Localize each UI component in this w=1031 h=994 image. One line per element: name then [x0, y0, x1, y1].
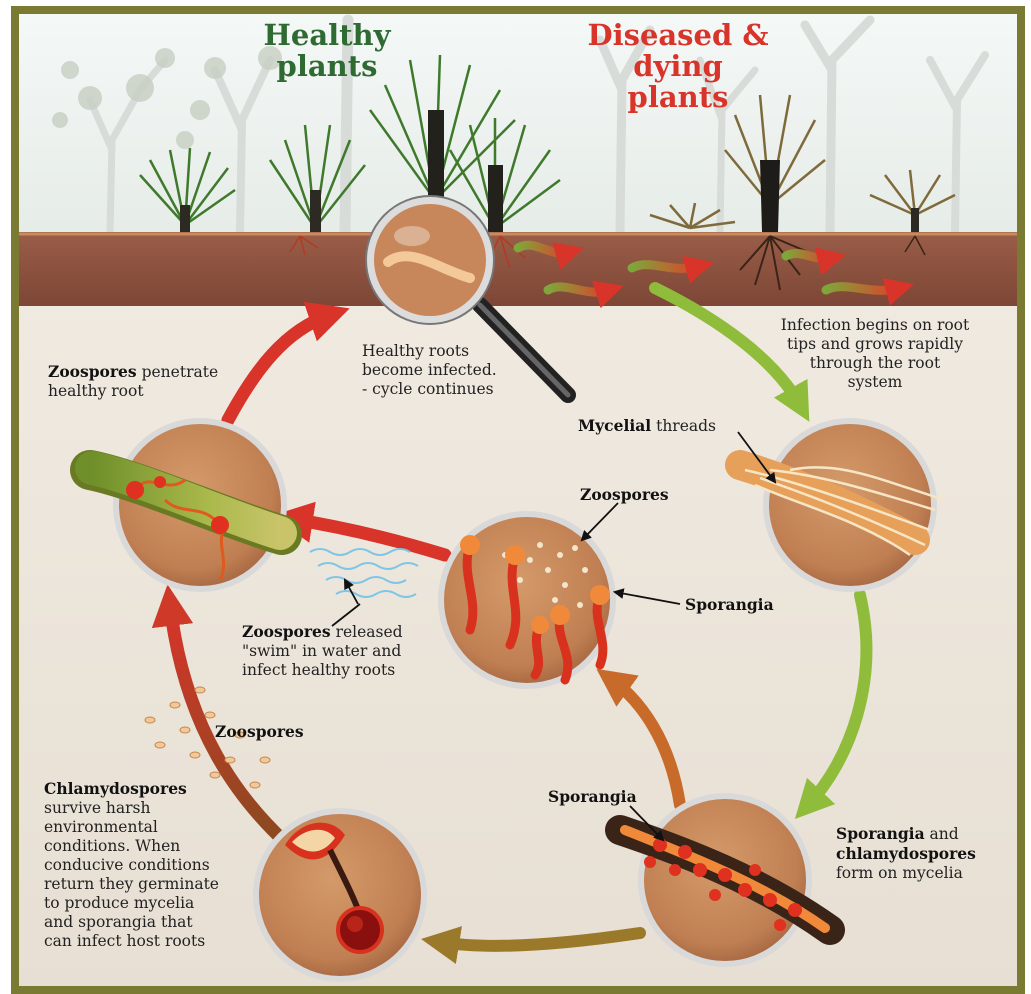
sporangia-chlamydospores-form-label: Sporangia and chlamydospores form on myc… [836, 824, 976, 883]
disc-sporangia-center [441, 514, 613, 686]
sporangia-label-low: Sporangia [548, 787, 637, 807]
diseased-plants-header: Diseased & dying plants [578, 20, 778, 113]
sky [19, 14, 1017, 232]
zoospores-released-label: Zoospores released "swim" in water and i… [242, 622, 403, 680]
chlamydospores-label: Chlamydospores survive harsh environment… [44, 779, 219, 951]
header-line: dying plants [578, 51, 778, 113]
sporangia-label-center: Sporangia [685, 595, 774, 615]
mycelial-threads-label: Mycelial threads [578, 416, 716, 436]
zoospores-penetrate-label: Zoospores penetrate healthy root [48, 362, 218, 401]
zoospores-label-center: Zoospores [580, 485, 669, 505]
healthy-roots-infected-label: Healthy roots become infected. - cycle c… [362, 342, 497, 399]
header-line: plants [252, 51, 402, 82]
zoospores-label-left: Zoospores [215, 722, 304, 742]
infection-begins-label: Infection begins on root tips and grows … [755, 316, 995, 392]
healthy-plants-header: Healthy plants [252, 20, 402, 82]
disc-chlamydospores [256, 811, 424, 979]
header-line: Healthy [252, 20, 402, 51]
header-line: Diseased & [578, 20, 778, 51]
